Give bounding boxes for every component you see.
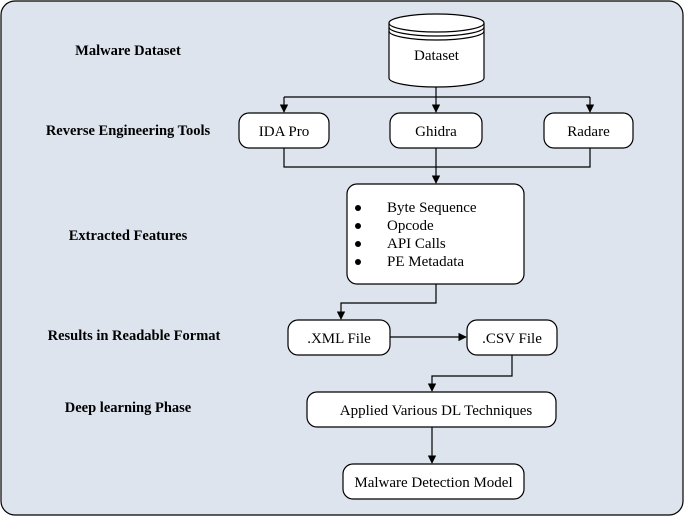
stage-label-features: Extracted Features — [69, 228, 188, 244]
dataset-cylinder: Dataset — [388, 13, 485, 88]
ghidra-label: Ghidra — [415, 124, 457, 140]
radare-label: Radare — [567, 124, 610, 140]
bullet-icon — [355, 223, 361, 229]
arrow-to-dl-techniques — [427, 355, 513, 392]
xml-file-label: .XML File — [307, 331, 371, 347]
connector-tools-merge — [283, 148, 591, 168]
dataset-node-label: Dataset — [414, 48, 460, 64]
feature-item: API Calls — [387, 236, 446, 252]
detection-model-label: Malware Detection Model — [354, 475, 512, 491]
feature-list: Byte Sequence Opcode API Calls PE Metada… — [355, 200, 477, 270]
dl-techniques-label: Applied Various DL Techniques — [340, 403, 533, 419]
stage-label-tools: Reverse Engineering Tools — [46, 123, 211, 139]
detection-model-box — [342, 463, 525, 500]
radare-box — [543, 112, 634, 149]
arrow-to-xml-file — [336, 284, 437, 320]
feature-item: Byte Sequence — [387, 200, 477, 216]
stage-label-results: Results in Readable Format — [48, 328, 221, 344]
stage-label-dataset: Malware Dataset — [75, 43, 181, 59]
csv-file-label: .CSV File — [482, 331, 542, 347]
bullet-icon — [355, 259, 361, 265]
ida-pro-label: IDA Pro — [259, 124, 309, 140]
bullet-icon — [355, 205, 361, 211]
stage-label-deep-learning: Deep learning Phase — [65, 400, 192, 416]
feature-item: Opcode — [387, 218, 434, 234]
feature-item: PE Metadata — [387, 254, 464, 270]
bullet-icon — [355, 241, 361, 247]
